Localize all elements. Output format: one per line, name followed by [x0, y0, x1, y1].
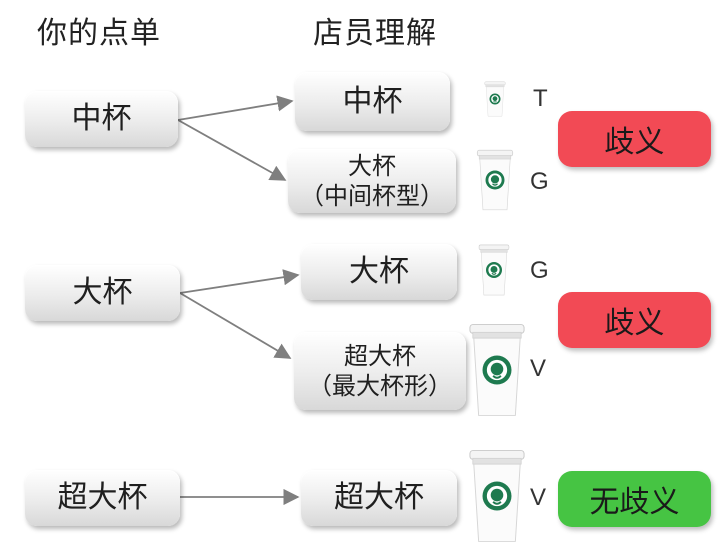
arrow-large-to-extra	[179, 292, 292, 359]
staff-label-line1: 大杯	[348, 152, 396, 180]
staff-box-large-middle: 大杯 （中间杯型）	[288, 149, 456, 213]
coffee-cup-icon	[484, 81, 506, 117]
size-code-label: G	[530, 257, 549, 284]
order-box-extra-large: 超大杯	[25, 470, 180, 526]
verdict-ambiguous: 歧义	[558, 292, 711, 348]
size-code-label: V	[530, 484, 547, 511]
coffee-cup-icon	[478, 244, 510, 296]
header-staff-understanding: 店员理解	[313, 16, 437, 51]
order-box-large: 大杯	[25, 265, 180, 321]
header-your-order: 你的点单	[37, 16, 161, 51]
staff-label-line1: 超大杯	[344, 342, 416, 370]
verdict-ambiguous: 歧义	[558, 111, 711, 167]
staff-box-extra-large: 超大杯	[301, 470, 457, 526]
staff-label-line2: （中间杯型）	[300, 182, 444, 210]
arrow-medium-to-large	[177, 119, 287, 181]
staff-label-line2: （最大杯形）	[308, 372, 452, 400]
verdict-unambiguous: 无歧义	[558, 471, 711, 527]
coffee-cup-icon	[476, 149, 514, 211]
order-box-medium: 中杯	[25, 91, 178, 147]
coffee-cup-icon	[468, 449, 526, 543]
arrow-medium-to-medium	[177, 95, 294, 121]
size-code-label: T	[533, 85, 548, 112]
size-code-label: G	[530, 168, 549, 195]
staff-box-medium: 中杯	[295, 72, 450, 131]
size-code-label: V	[530, 355, 547, 382]
arrow-large-to-large	[179, 269, 300, 294]
coffee-cup-icon	[468, 323, 526, 417]
staff-box-large: 大杯	[301, 244, 457, 300]
staff-box-extra-large-max: 超大杯 （最大杯形）	[294, 332, 466, 410]
